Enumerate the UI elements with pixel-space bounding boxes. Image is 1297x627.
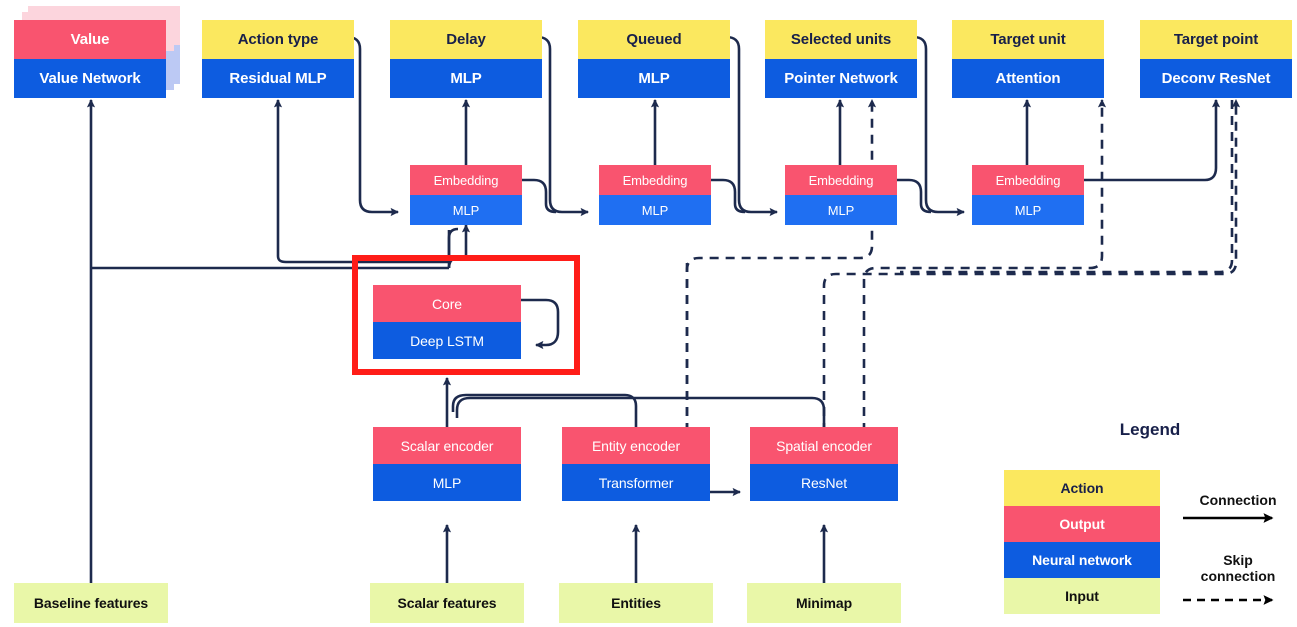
head-target-point-action-cell: Target point (1140, 20, 1292, 59)
head-selected-units-network-cell: Pointer Network (765, 59, 917, 98)
embedding-delay-output-cell: Embedding (410, 165, 522, 195)
head-delay[interactable]: Delay MLP (390, 20, 542, 98)
head-queued-network-cell: MLP (578, 59, 730, 98)
head-queued-action-cell: Queued (578, 20, 730, 59)
encoder-scalar-network-cell: MLP (373, 464, 521, 501)
head-selected-units[interactable]: Selected units Pointer Network (765, 20, 917, 98)
legend-swatch-stack: Action Output Neural network Input (1004, 470, 1160, 614)
wire-entity-to-core (451, 393, 638, 427)
head-delay-action-cell: Delay (390, 20, 542, 59)
legend-swatch-output: Output (1004, 506, 1160, 542)
head-target-point[interactable]: Target point Deconv ResNet (1140, 20, 1292, 98)
skip-spatial-to-target-point (822, 99, 1241, 432)
legend-skip-label-line2: connection (1200, 568, 1276, 585)
legend-skip-label: Skip connection (1178, 552, 1297, 584)
encoder-entity-output-cell: Entity encoder (562, 427, 710, 464)
encoder-scalar[interactable]: Scalar encoder MLP (373, 427, 521, 501)
head-delay-network-cell: MLP (390, 59, 542, 98)
core-output-cell: Core (373, 285, 521, 322)
embedding-selected-units-output-cell: Embedding (785, 165, 897, 195)
wire-embunits-right (896, 178, 932, 214)
encoder-spatial[interactable]: Spatial encoder ResNet (750, 427, 898, 501)
legend-swatch-input: Input (1004, 578, 1160, 614)
head-target-unit[interactable]: Target unit Attention (952, 20, 1104, 98)
encoder-spatial-output-cell: Spatial encoder (750, 427, 898, 464)
core-network-cell: Deep LSTM (373, 322, 521, 359)
head-selected-units-action-cell: Selected units (765, 20, 917, 59)
wire-spatial-to-core (455, 396, 826, 427)
wire-embdelay-right (521, 178, 557, 214)
core-module[interactable]: Core Deep LSTM (373, 285, 521, 359)
input-scalar-features[interactable]: Scalar features (370, 583, 524, 623)
encoder-spatial-network-cell: ResNet (750, 464, 898, 501)
head-value-action-cell: Value (14, 20, 166, 59)
input-entities[interactable]: Entities (559, 583, 713, 623)
embedding-selected-units[interactable]: Embedding MLP (785, 165, 897, 225)
embedding-delay[interactable]: Embedding MLP (410, 165, 522, 225)
head-target-unit-network-cell: Attention (952, 59, 1104, 98)
legend-swatch-neural-network: Neural network (1004, 542, 1160, 578)
embedding-target-unit-output-cell: Embedding (972, 165, 1084, 195)
embedding-queued-network-cell: MLP (599, 195, 711, 225)
encoder-entity-network-cell: Transformer (562, 464, 710, 501)
skip-entity-to-selected-units (685, 99, 877, 432)
legend-swatch-action: Action (1004, 470, 1160, 506)
head-queued[interactable]: Queued MLP (578, 20, 730, 98)
embedding-target-unit-network-cell: MLP (972, 195, 1084, 225)
head-action-type-action-cell: Action type (202, 20, 354, 59)
head-value-network-cell: Value Network (14, 59, 166, 98)
input-minimap[interactable]: Minimap (747, 583, 901, 623)
legend-connection-label: Connection (1199, 492, 1277, 508)
head-value[interactable]: Value Value Network (14, 20, 166, 98)
embedding-selected-units-network-cell: MLP (785, 195, 897, 225)
wire-embqueued-right (710, 178, 746, 214)
wire-embtarget-to-targetpoint (1083, 99, 1221, 182)
embedding-delay-network-cell: MLP (410, 195, 522, 225)
embedding-queued[interactable]: Embedding MLP (599, 165, 711, 225)
head-action-type-network-cell: Residual MLP (202, 59, 354, 98)
head-action-type[interactable]: Action type Residual MLP (202, 20, 354, 98)
input-baseline-features[interactable]: Baseline features (14, 583, 168, 623)
head-target-unit-action-cell: Target unit (952, 20, 1104, 59)
legend-skip-label-line1: Skip (1223, 552, 1253, 568)
embedding-queued-output-cell: Embedding (599, 165, 711, 195)
head-target-point-network-cell: Deconv ResNet (1140, 59, 1292, 98)
encoder-scalar-output-cell: Scalar encoder (373, 427, 521, 464)
legend-title: Legend (1119, 420, 1181, 439)
encoder-entity[interactable]: Entity encoder Transformer (562, 427, 710, 501)
core-highlight-box (352, 255, 580, 375)
embedding-target-unit[interactable]: Embedding MLP (972, 165, 1084, 225)
skip-spatial-to-target-unit (862, 99, 1107, 432)
